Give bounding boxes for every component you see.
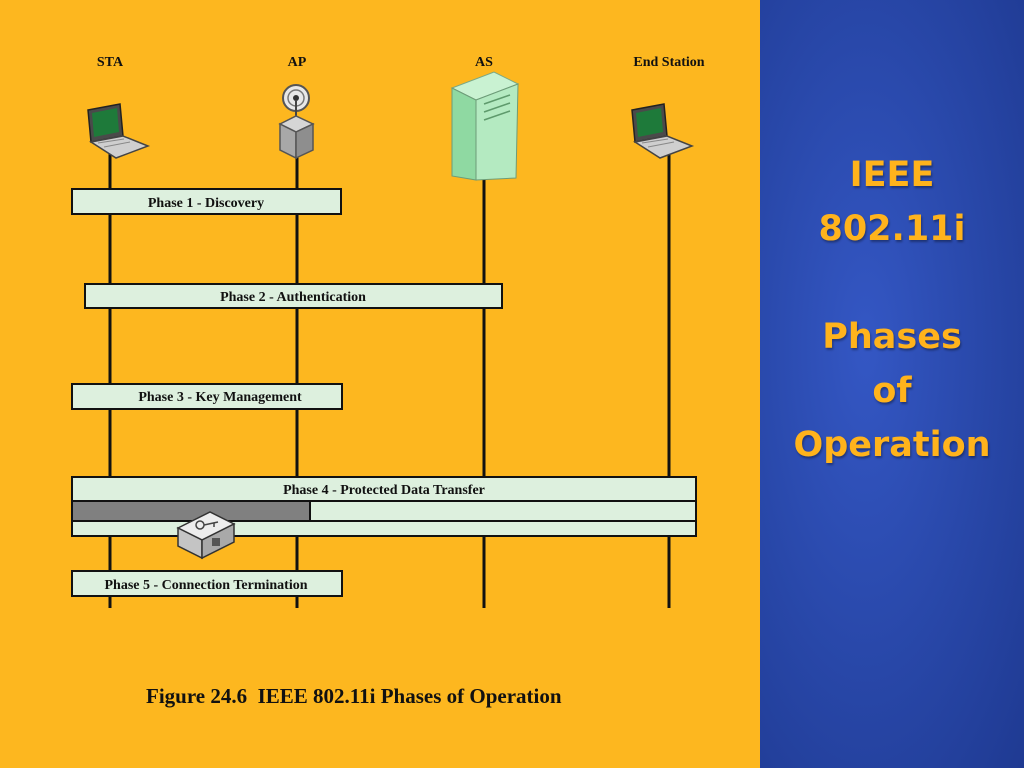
sequence-diagram: STA AP AS End Station: [71, 55, 705, 608]
phase-5-label: Phase 5 - Connection Termination: [104, 578, 307, 593]
title-panel: IEEE 802.11i Phases of Operation: [760, 0, 1024, 768]
slide-title: IEEE 802.11i Phases of Operation: [760, 148, 1024, 472]
title-gap: [760, 256, 1024, 310]
title-line-1: IEEE: [849, 155, 935, 195]
entity-label-sta: STA: [97, 55, 124, 70]
phase-2-label: Phase 2 - Authentication: [220, 290, 366, 305]
phase-2-box: Phase 2 - Authentication: [84, 283, 503, 309]
phase-1-box: Phase 1 - Discovery: [71, 188, 342, 215]
phase-3-box: Phase 3 - Key Management: [71, 383, 343, 410]
entity-label-end-station: End Station: [633, 55, 704, 70]
entity-label-as: AS: [475, 55, 493, 70]
laptop-icon: [87, 103, 151, 159]
phase-4-label: Phase 4 - Protected Data Transfer: [283, 483, 485, 498]
figure-caption: Figure 24.6 IEEE 802.11i Phases of Opera…: [146, 684, 562, 708]
phase-1-label: Phase 1 - Discovery: [148, 196, 264, 211]
key-lock-icon: [176, 511, 236, 560]
phase-3-label: Phase 3 - Key Management: [138, 390, 302, 405]
server-icon: [450, 71, 520, 181]
title-line-3: Phases: [822, 317, 962, 357]
protected-tunnel-segment: [73, 502, 310, 520]
title-line-4: of: [872, 371, 912, 411]
phase-5-box: Phase 5 - Connection Termination: [71, 570, 343, 597]
entity-label-ap: AP: [288, 55, 307, 70]
title-line-2: 802.11i: [818, 209, 966, 249]
laptop-icon: [631, 103, 695, 159]
data-return-bar: [71, 520, 697, 537]
title-line-5: Operation: [793, 425, 991, 465]
diagram-panel: STA AP AS End Station: [0, 0, 760, 768]
access-point-icon: [278, 84, 315, 160]
phase-4-group: Phase 4 - Protected Data Transfer: [71, 476, 697, 537]
